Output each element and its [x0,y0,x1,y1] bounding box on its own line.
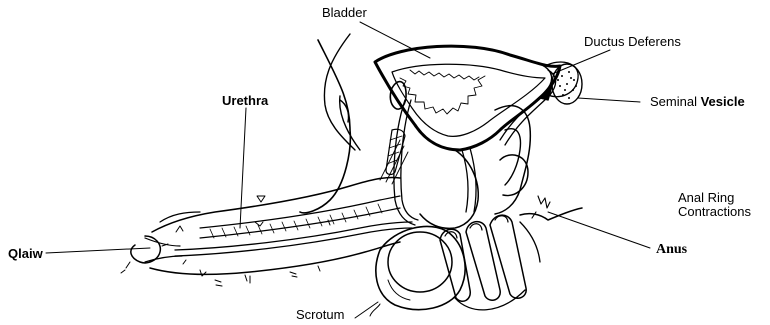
penis-lower-outline [150,242,400,274]
fingernails [445,216,508,238]
label-glans: Qlaiw [8,247,43,260]
label-seminal-vesicle-bold: Vesicle [701,94,745,109]
label-seminal-vesicle-prefix: Seminal [650,94,697,109]
label-ductus-deferens: Ductus Deferens [584,35,681,48]
buttock-line [520,222,540,262]
bladder-wall-texture-2 [410,70,479,80]
urethra-channel-2 [175,228,412,256]
urethra-prostatic-2 [470,148,476,212]
small-triangle [257,196,265,202]
finger-2 [466,222,500,301]
label-anal-ring-line1: Anal Ring [678,191,770,205]
finger-3 [490,215,526,298]
testis [388,232,452,292]
label-anal-ring-line2: Contractions [678,205,770,219]
label-anus: Anus [656,243,687,257]
label-anal-ring-contractions: Anal Ring Contractions [678,191,770,219]
abdominal-wall-outline [300,40,350,213]
urethra-prostatic [462,150,468,212]
label-seminal-vesicle: Seminal Vesicle [650,95,745,108]
label-urethra: Urethra [222,94,268,107]
leader-glans [46,248,150,253]
anal-canal [520,208,582,220]
label-scrotum: Scrotum [296,308,344,321]
leader-anus [548,212,650,248]
label-bladder: Bladder [322,6,367,19]
rectum-inner [505,129,520,185]
leader-vesicle [578,98,640,102]
ductus-arrow [540,86,552,100]
anal-sphincter-marks [532,196,550,218]
prostate-outline [420,150,478,228]
penis-upper-outline [152,177,400,232]
lower-loop [370,304,380,316]
leader-urethra [240,108,246,228]
